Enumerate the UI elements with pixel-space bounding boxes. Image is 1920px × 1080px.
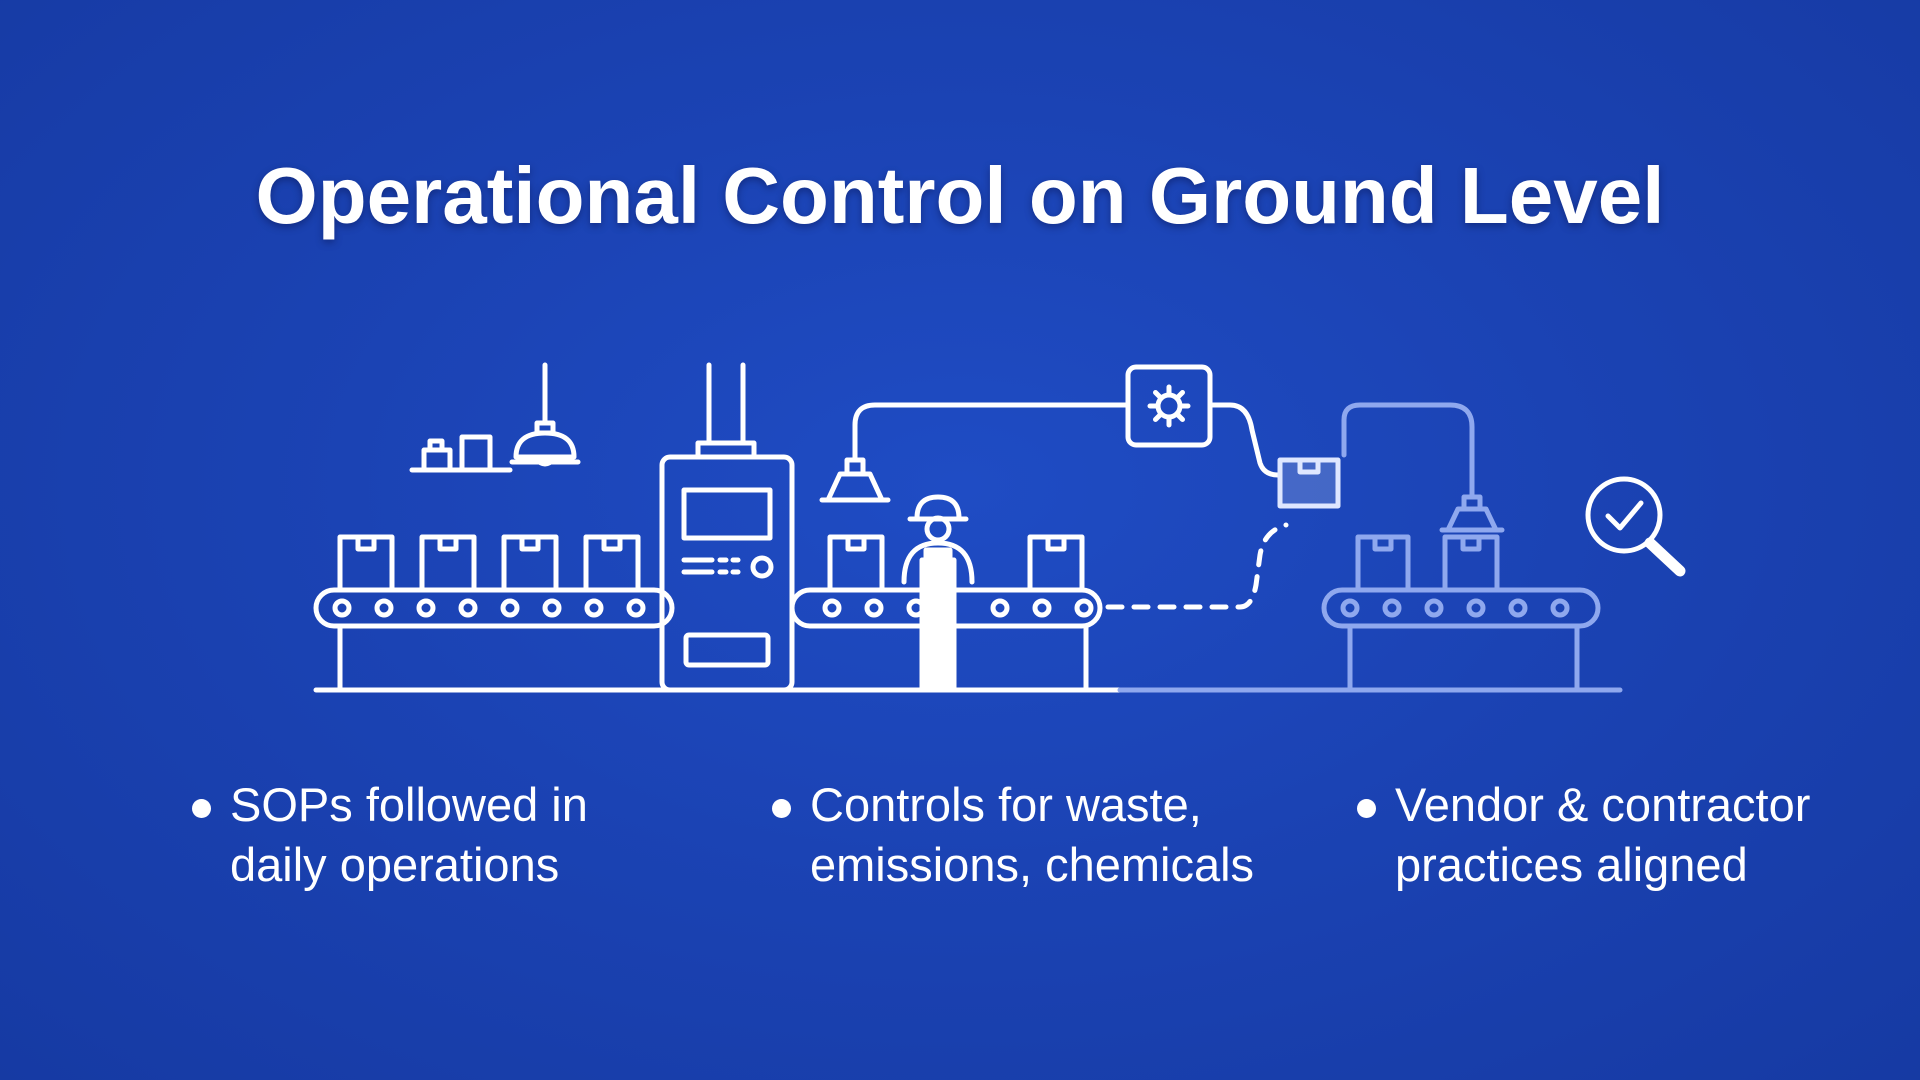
transfer-path	[1105, 522, 1289, 610]
bullet-item: Vendor & contractor practices aligned	[1357, 775, 1811, 895]
dispenser-nozzle	[819, 402, 1131, 503]
box-icon	[419, 534, 477, 593]
bullet-text-line1: SOPs followed in	[230, 778, 588, 831]
bullet-text-line2: practices aligned	[1395, 838, 1748, 891]
control-pipe	[1207, 402, 1281, 478]
box-icon	[583, 534, 641, 593]
gear-icon	[1125, 364, 1213, 448]
right-conveyor	[1321, 402, 1601, 693]
slide-title: Operational Control on Ground Level	[255, 151, 1665, 240]
ceiling-lamp-icon	[509, 362, 581, 467]
box-icon	[827, 534, 885, 593]
box-icon	[337, 534, 395, 593]
bullet-item: Controls for waste, emissions, chemicals	[772, 775, 1255, 895]
factory-illustration	[313, 362, 1686, 693]
bullet-item: SOPs followed in daily operations	[192, 775, 588, 895]
bullet-dot	[192, 799, 211, 818]
bullet-text-line1: Controls for waste,	[810, 778, 1202, 831]
bullet-dot	[1357, 799, 1376, 818]
box-icon	[501, 534, 559, 593]
magnifier-check-icon	[1585, 476, 1686, 577]
worker-icon	[901, 494, 975, 693]
bullet-text-line1: Vendor & contractor	[1395, 778, 1811, 831]
box-icon	[1442, 534, 1500, 593]
box-icon	[1277, 457, 1341, 509]
conveyor-rollers	[332, 598, 646, 618]
bullet-text-line2: emissions, chemicals	[810, 838, 1255, 891]
box-icon	[1027, 534, 1085, 593]
conveyor-rollers	[822, 598, 1094, 618]
shelf-boxes-icon	[409, 434, 513, 473]
processing-machine	[659, 362, 795, 693]
conveyor-rollers	[1340, 598, 1570, 618]
bullet-list: SOPs followed in daily operations Contro…	[0, 775, 1920, 915]
box-icon	[1355, 534, 1411, 593]
bullet-text-line2: daily operations	[230, 838, 560, 891]
bullet-dot	[772, 799, 791, 818]
left-conveyor	[313, 587, 675, 693]
